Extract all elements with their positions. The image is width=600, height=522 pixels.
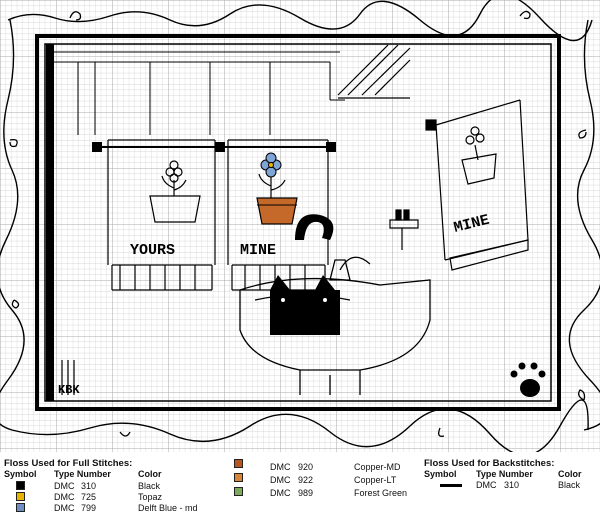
floss-number: 920 <box>298 462 314 472</box>
vine-border-right <box>568 19 600 431</box>
mirror <box>337 44 411 99</box>
vine-border-top <box>7 0 593 42</box>
swatch-799 <box>16 503 25 512</box>
floss-brand: DMC <box>54 492 75 502</box>
towel-mine-2 <box>425 99 529 271</box>
vine-curls <box>9 10 587 437</box>
signature: KBK <box>58 383 80 397</box>
side-marks <box>61 360 75 395</box>
legend-full-stitches: Floss Used for Full Stitches: Symbol Typ… <box>4 459 234 522</box>
frame-inner <box>44 43 552 402</box>
swatch-920 <box>234 459 243 468</box>
floss-number: 310 <box>504 480 520 490</box>
cross-stitch-chart: YOURS MINE MINE <box>0 0 600 452</box>
floss-number: 922 <box>298 475 314 485</box>
floss-brand: DMC <box>54 481 75 491</box>
towel-yours-text: YOURS <box>130 242 175 259</box>
floss-color: Delft Blue - md <box>138 503 198 513</box>
floss-color: Forest Green <box>354 488 408 498</box>
legend-backstitches: Floss Used for Backstitches: Symbol Type… <box>424 459 600 499</box>
vine-border-bottom <box>11 399 589 452</box>
floss-color: Copper-LT <box>354 475 397 485</box>
legend-back-col-type: Type Number <box>476 469 533 479</box>
swatch-922 <box>234 473 243 482</box>
legend-full-stitches-2: DMC 920 Copper-MD DMC 922 Copper-LT DMC … <box>232 459 422 509</box>
legend-back-col-symbol: Symbol <box>424 469 457 479</box>
legend-col-type: Type Number <box>54 469 111 479</box>
floss-brand: DMC <box>270 488 291 498</box>
sink <box>239 256 431 395</box>
legend-full-title: Floss Used for Full Stitches: <box>4 458 133 469</box>
legend-col-symbol: Symbol <box>4 469 37 479</box>
floss-number: 310 <box>81 481 97 491</box>
towel-mine-1-text: MINE <box>240 242 276 259</box>
floss-color: Black <box>558 480 581 490</box>
floss-color: Topaz <box>138 492 163 502</box>
frame-outer <box>35 34 561 411</box>
swatch-989 <box>234 487 243 496</box>
towel-yours <box>107 139 216 291</box>
toothbrush-holder <box>389 209 419 250</box>
floss-brand: DMC <box>54 503 75 513</box>
floss-brand: DMC <box>270 462 291 472</box>
legend-back-col-color: Color <box>558 469 582 479</box>
floss-number: 725 <box>81 492 97 502</box>
floss-brand: DMC <box>476 480 497 490</box>
vine-border-left <box>0 19 25 431</box>
corner-shade-left <box>46 44 54 401</box>
paw-print <box>510 362 546 397</box>
towel-mine-1 <box>227 139 329 291</box>
black-cat <box>270 214 340 335</box>
floss-number: 799 <box>81 503 97 513</box>
floss-color: Black <box>138 481 161 491</box>
swatch-725 <box>16 492 25 501</box>
floss-color: Copper-MD <box>354 462 401 472</box>
wall-lines <box>46 51 345 135</box>
backstitch-line-symbol <box>440 484 462 487</box>
legend-back-title: Floss Used for Backstitches: <box>424 458 555 469</box>
swatch-310 <box>16 481 25 490</box>
legend-col-color: Color <box>138 469 162 479</box>
floss-brand: DMC <box>270 475 291 485</box>
floss-number: 989 <box>298 488 314 498</box>
blue-flower <box>256 152 298 225</box>
